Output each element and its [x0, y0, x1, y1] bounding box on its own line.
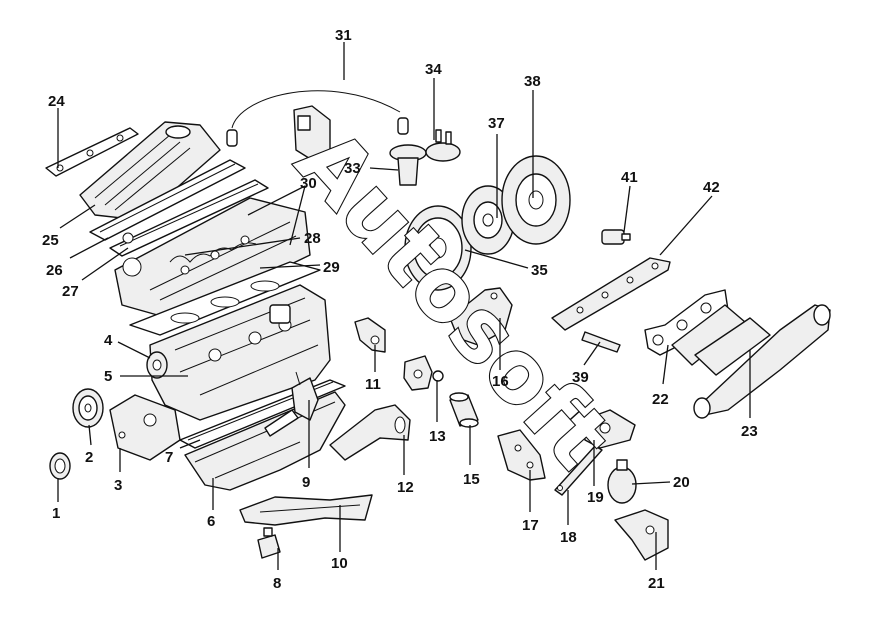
- callout-24[interactable]: 24: [48, 93, 65, 110]
- part-ignition-coil[interactable]: [293, 105, 331, 161]
- part-11-thermostat-housing[interactable]: [354, 317, 386, 353]
- part-1-bearing[interactable]: [49, 452, 71, 480]
- callout-29[interactable]: 29: [323, 259, 340, 276]
- part-17-mount-plate[interactable]: [497, 429, 546, 481]
- part-3-timing-cover[interactable]: [109, 394, 181, 461]
- part-13-filter-housing[interactable]: [403, 355, 444, 391]
- callout-2[interactable]: 2: [85, 449, 93, 466]
- callout-19[interactable]: 19: [587, 489, 604, 506]
- callout-20[interactable]: 20: [673, 474, 690, 491]
- callout-3[interactable]: 3: [114, 477, 122, 494]
- callout-41[interactable]: 41: [621, 169, 638, 186]
- leader-lines: [57, 42, 751, 570]
- callout-33[interactable]: 33: [344, 160, 361, 177]
- part-26-cover-gasket[interactable]: [89, 159, 246, 241]
- parts-artwork: [45, 90, 831, 561]
- part-41-pressure-sensor[interactable]: [601, 229, 631, 245]
- part-33-distributor[interactable]: [389, 144, 427, 186]
- callout-31[interactable]: 31: [335, 27, 352, 44]
- part-10-mounting-bracket[interactable]: [239, 494, 373, 526]
- part-23-exhaust-manifold[interactable]: [671, 304, 831, 419]
- part-8-rubber-mount[interactable]: [257, 527, 281, 559]
- callout-17[interactable]: 17: [522, 517, 539, 534]
- callout-11[interactable]: 11: [365, 376, 381, 393]
- part-34-distributor-cap[interactable]: [425, 129, 461, 162]
- part-30-cylinder-head[interactable]: [114, 197, 311, 321]
- callout-labels: 1 2 3 4 5 6 7 8 9 10 11 12 13 15 16 17 1…: [42, 27, 758, 592]
- callout-38[interactable]: 38: [524, 73, 541, 90]
- part-29-head-gasket[interactable]: [129, 261, 321, 336]
- callout-1[interactable]: 1: [52, 505, 60, 522]
- callout-39[interactable]: 39: [572, 369, 589, 386]
- callout-27[interactable]: 27: [62, 283, 79, 300]
- part-38-pressure-plate[interactable]: [501, 155, 571, 245]
- part-19-engine-mount-bracket[interactable]: [582, 409, 636, 449]
- callout-37[interactable]: 37: [488, 115, 505, 132]
- callout-8[interactable]: 8: [273, 575, 281, 592]
- part-15-oil-filter[interactable]: [449, 392, 479, 428]
- callout-26[interactable]: 26: [46, 262, 63, 279]
- callout-10[interactable]: 10: [331, 555, 348, 572]
- part-27-seal-gasket[interactable]: [109, 179, 269, 257]
- callout-6[interactable]: 6: [207, 513, 215, 530]
- part-2-cam-gear[interactable]: [72, 388, 104, 428]
- callout-25[interactable]: 25: [42, 232, 59, 249]
- callout-18[interactable]: 18: [560, 529, 577, 546]
- callout-35[interactable]: 35: [531, 262, 548, 279]
- callout-16[interactable]: 16: [492, 373, 509, 390]
- part-21-mount-bracket[interactable]: [614, 509, 669, 561]
- callout-9[interactable]: 9: [302, 474, 310, 491]
- part-9-oil-pump[interactable]: [264, 371, 319, 437]
- part-4-timing-pulley[interactable]: [146, 351, 168, 379]
- part-25-valve-cover[interactable]: [79, 121, 221, 221]
- part-24-gasket-strip[interactable]: [45, 127, 139, 177]
- callout-7[interactable]: 7: [165, 449, 173, 466]
- callout-34[interactable]: 34: [425, 61, 442, 78]
- callout-4[interactable]: 4: [104, 332, 113, 349]
- part-37-clutch-disc[interactable]: [461, 185, 515, 255]
- callout-5[interactable]: 5: [104, 368, 112, 385]
- part-18-strap-bar[interactable]: [554, 445, 603, 496]
- callout-12[interactable]: 12: [397, 479, 414, 496]
- callout-15[interactable]: 15: [463, 471, 480, 488]
- callout-21[interactable]: 21: [648, 575, 665, 592]
- part-35-flywheel[interactable]: [404, 205, 472, 291]
- part-31-ignition-lead[interactable]: [226, 90, 409, 147]
- part-20-rubber-mount[interactable]: [607, 459, 637, 504]
- part-16-support-bracket[interactable]: [449, 287, 513, 346]
- callout-42[interactable]: 42: [703, 179, 720, 196]
- callout-23[interactable]: 23: [741, 423, 758, 440]
- callout-28[interactable]: 28: [304, 230, 321, 247]
- part-5-engine-block[interactable]: [149, 284, 331, 421]
- part-39-fuel-injector[interactable]: [581, 331, 621, 353]
- callout-22[interactable]: 22: [652, 391, 669, 408]
- callout-30[interactable]: 30: [300, 175, 317, 192]
- part-42-fuel-rail[interactable]: [551, 257, 671, 331]
- callout-13[interactable]: 13: [429, 428, 446, 445]
- part-12-water-pipe[interactable]: [329, 404, 411, 461]
